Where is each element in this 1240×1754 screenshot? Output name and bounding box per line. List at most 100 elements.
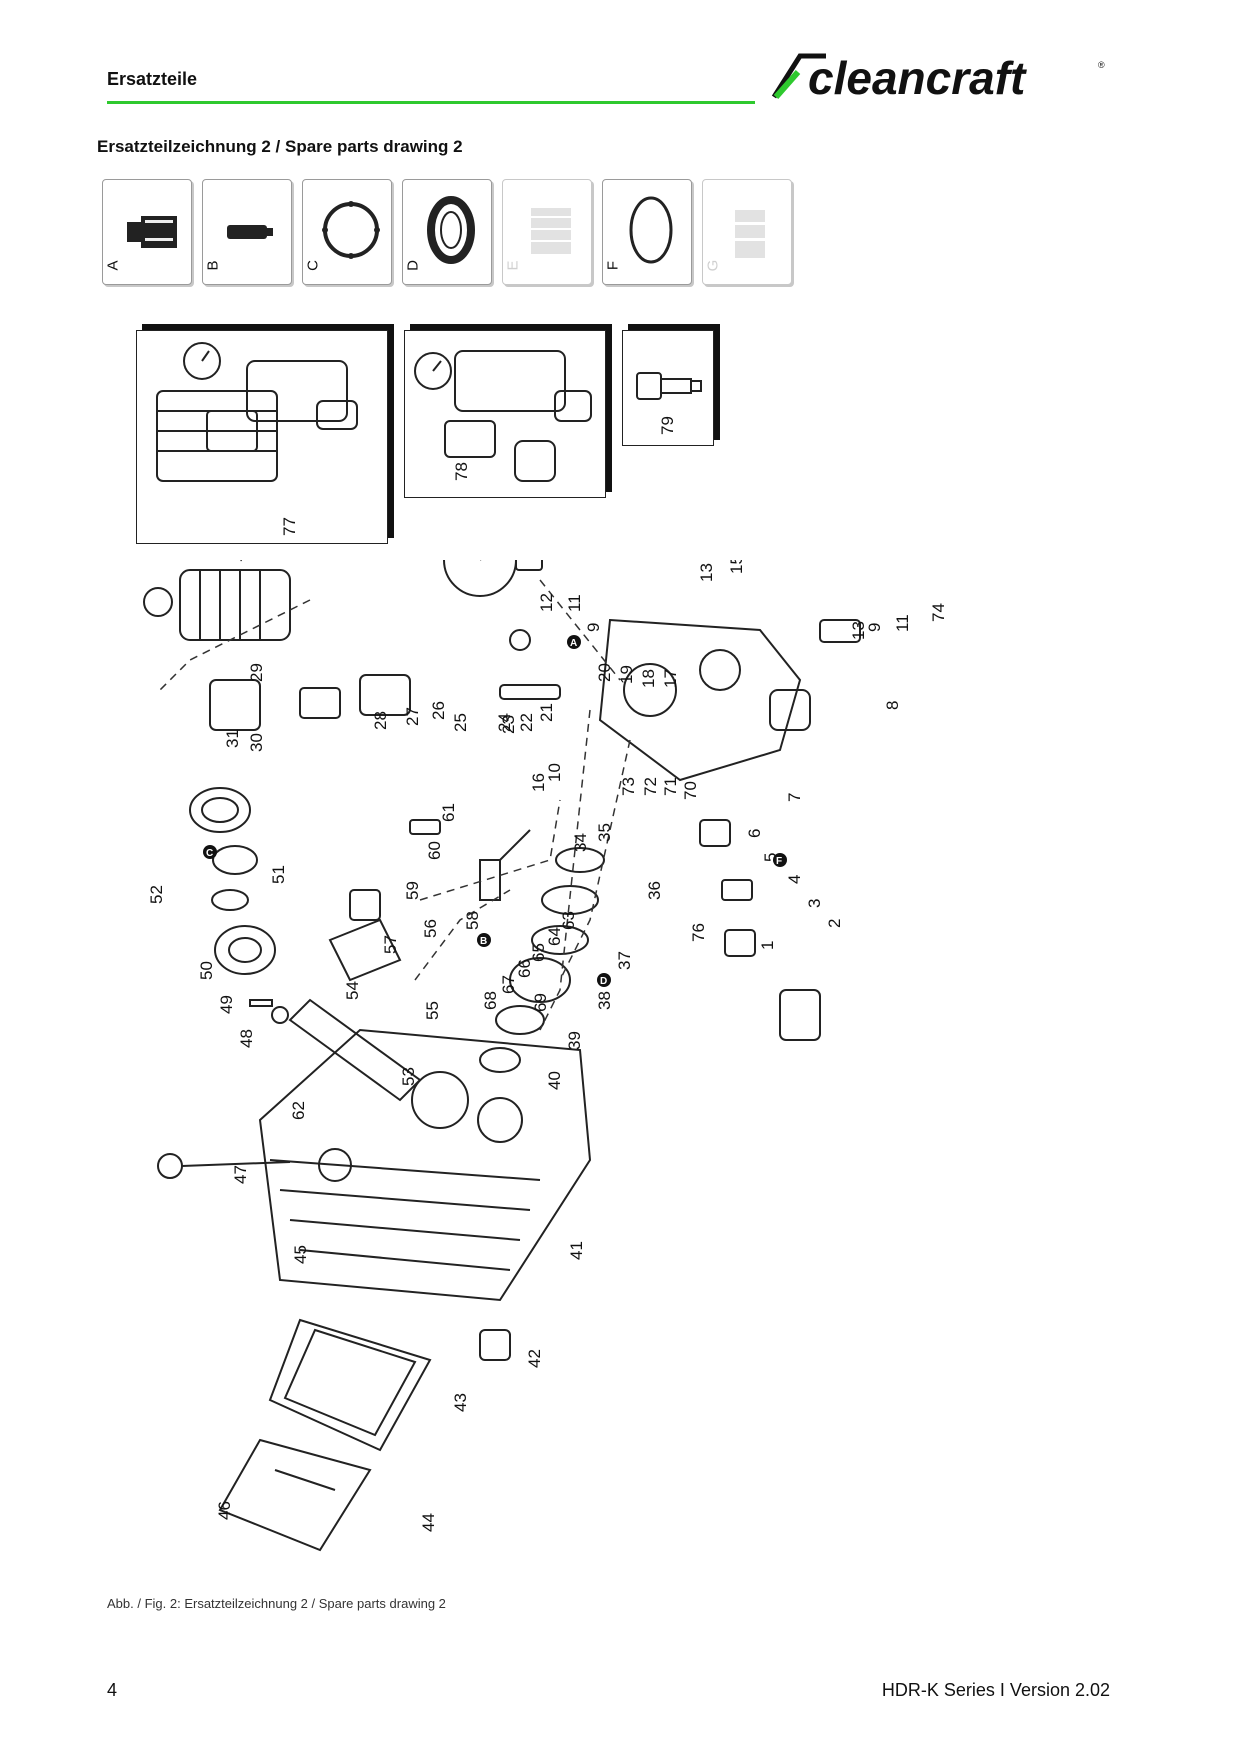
callout-label: 72	[641, 777, 660, 796]
exploded-pump-drawing: 1 2 3 5 4 6 7 8 9 9 10 11 11 12 13 13 14…	[143, 560, 948, 1552]
drawing-linework	[143, 560, 861, 1552]
callout-label: 52	[147, 885, 166, 904]
callout-label: 61	[439, 803, 458, 822]
callout-label: 27	[403, 707, 422, 726]
callout-label: 35	[595, 823, 614, 842]
footer-version: HDR-K Series I Version 2.02	[881, 1680, 1110, 1700]
callout-label: 37	[615, 951, 634, 970]
callout-label: 56	[421, 919, 440, 938]
callout-label: 23	[499, 715, 518, 734]
annotation-letter: A	[570, 638, 577, 649]
assembly-number: 77	[280, 517, 299, 536]
callout-label: 65	[529, 943, 548, 962]
callout-label: 47	[231, 1165, 250, 1184]
seal-stack-kit-icon	[531, 208, 571, 254]
callout-label: 53	[399, 1067, 418, 1086]
kit-card-e: E	[502, 179, 592, 285]
callout-label: 29	[247, 663, 266, 682]
callout-label: 9	[584, 623, 603, 632]
callout-label: 39	[565, 1031, 584, 1050]
callout-label: 13	[849, 621, 868, 640]
kit-letter: C	[304, 260, 322, 271]
valve-head-icon: 78	[414, 350, 592, 482]
annotation-letter: B	[480, 936, 487, 947]
callout-label: 22	[517, 713, 536, 732]
part-callouts: 1 2 3 5 4 6 7 8 9 9 10 11 11 12 13 13 14…	[147, 560, 948, 1532]
cleancraft-logo: cleancraft ®	[771, 52, 1105, 104]
callout-label: 18	[639, 669, 658, 688]
callout-label: 19	[617, 665, 636, 684]
callout-label: 7	[785, 793, 804, 802]
logo-wordmark: cleancraft	[808, 52, 1027, 104]
assembly-box-77: 77	[136, 330, 388, 544]
figure-caption: Abb. / Fig. 2: Ersatzteilzeichnung 2 / S…	[107, 1596, 446, 1611]
callout-label: 75	[237, 560, 256, 562]
gasket-ring-kit-icon	[322, 201, 380, 259]
kit-letter: F	[604, 260, 622, 271]
repair-kit-row: A B C D E F	[102, 179, 792, 287]
callout-label: 40	[545, 1071, 564, 1090]
callout-label: 58	[463, 911, 482, 930]
callout-label: 30	[247, 733, 266, 752]
annotation-letter: F	[776, 856, 782, 867]
assembly-box-79: 79	[622, 330, 714, 446]
kit-card-c: C	[302, 179, 392, 285]
callout-label: 44	[419, 1513, 438, 1532]
callout-label: 42	[525, 1349, 544, 1368]
callout-label: 9	[865, 623, 884, 632]
callout-label: 16	[529, 773, 548, 792]
callout-label: 71	[661, 777, 680, 796]
logo-mark-icon	[771, 53, 826, 99]
callout-label: 17	[661, 669, 680, 688]
callout-label: 67	[499, 975, 518, 994]
callout-label: 43	[451, 1393, 470, 1412]
kit-card-g: G	[702, 179, 792, 285]
assembly-number: 79	[658, 416, 677, 435]
callout-label: 28	[371, 711, 390, 730]
kit-letter: E	[504, 260, 522, 271]
callout-label: 48	[237, 1029, 256, 1048]
pump-housing-icon	[258, 1028, 592, 1302]
inlet-fitting-icon	[779, 989, 821, 1041]
kit-card-f: F	[602, 179, 692, 285]
spring-kit-icon	[735, 210, 765, 258]
annotation-letter: C	[206, 848, 213, 859]
callout-label: 63	[559, 911, 578, 930]
callout-label: 54	[343, 981, 362, 1000]
complete-pump-icon: 77	[156, 342, 358, 536]
callout-label: 2	[825, 919, 844, 928]
callout-label: 34	[571, 833, 590, 852]
callout-label: 3	[805, 899, 824, 908]
kit-reference-markers: A B C D F	[203, 635, 787, 987]
callout-label: 4	[785, 875, 804, 884]
callout-label: 57	[381, 935, 400, 954]
callout-label: 66	[515, 959, 534, 978]
gasket-icon	[268, 1318, 432, 1452]
callout-label: 15	[727, 560, 746, 574]
assembly-number: 78	[452, 462, 471, 481]
callout-label: 51	[269, 865, 288, 884]
callout-label: 46	[215, 1501, 234, 1520]
callout-label: 20	[595, 663, 614, 682]
callout-label: 26	[429, 701, 448, 720]
valve-kit-icon	[127, 216, 177, 248]
annotation-letter: D	[600, 976, 607, 987]
callout-label: 70	[681, 781, 700, 800]
bearing-stack-icon	[249, 999, 273, 1007]
header-rule	[107, 101, 755, 104]
callout-label: 11	[565, 594, 584, 612]
assembly-box-78: 78	[404, 330, 606, 498]
callout-label: 55	[423, 1001, 442, 1020]
callout-label: 21	[537, 703, 556, 722]
callout-label: 8	[883, 701, 902, 710]
rear-cover-icon	[218, 1438, 372, 1552]
callout-label: 13	[697, 563, 716, 582]
callout-label: 36	[645, 881, 664, 900]
callout-label: 5	[761, 853, 780, 862]
kit-card-d: D	[402, 179, 492, 285]
kit-letter: D	[404, 260, 422, 271]
callout-label: 74	[929, 603, 948, 622]
callout-label: 24	[495, 713, 514, 732]
kit-card-a: A	[102, 179, 192, 285]
o-ring-kit-icon	[629, 196, 673, 264]
